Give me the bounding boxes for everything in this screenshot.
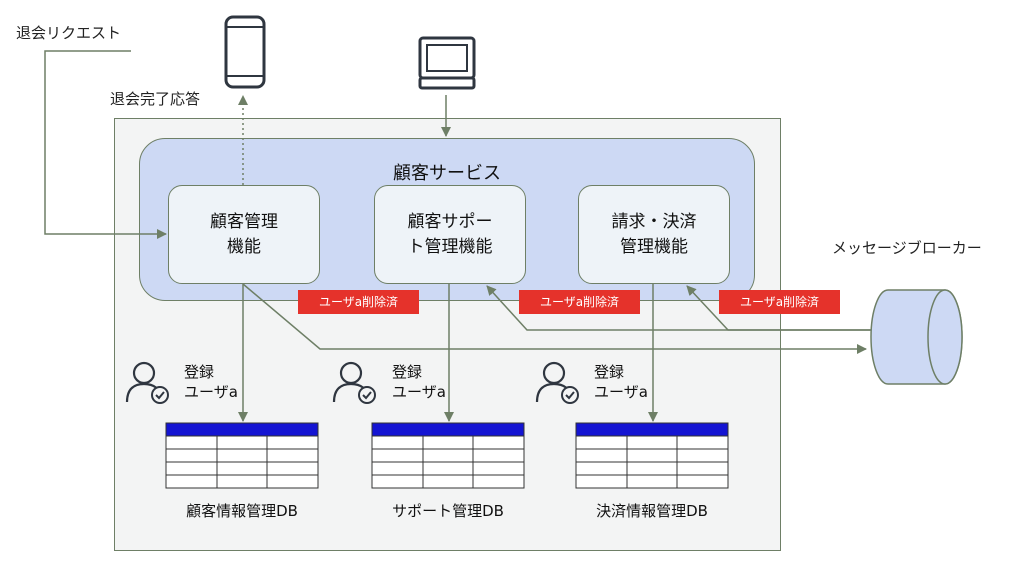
support-db-table: [371, 422, 525, 489]
registered-user-icon-2: [332, 361, 376, 404]
withdraw-complete-label: 退会完了応答: [110, 90, 201, 108]
message-broker-icon: [870, 289, 963, 385]
user-deleted-event-tag-1: ユーザa削除済: [298, 290, 419, 314]
computer-icon: [418, 36, 476, 90]
registered-user-label-3: 登録 ユーザa: [594, 363, 648, 401]
registered-user-icon-1: [125, 361, 169, 404]
support-db-label: サポート管理DB: [392, 502, 504, 520]
withdraw-request-label: 退会リクエスト: [16, 24, 122, 42]
publish-event-arrow: [242, 283, 867, 354]
payment-info-db-label: 決済情報管理DB: [596, 502, 708, 520]
billing-payment-function: 請求・決済 管理機能: [578, 185, 730, 284]
customer-service-title: 顧客サービス: [393, 163, 501, 184]
subscribe-billing-arrow: [686, 285, 872, 331]
payment-info-db-table: [575, 422, 729, 489]
customer-management-function: 顧客管理 機能: [168, 185, 320, 284]
registered-user-label-2: 登録 ユーザa: [392, 363, 446, 401]
customer-info-db-table: [165, 422, 319, 489]
smartphone-icon: [224, 15, 266, 89]
user-deleted-event-tag-2: ユーザa削除済: [519, 290, 640, 314]
customer-support-function: 顧客サポー ト管理機能: [374, 185, 526, 284]
registered-user-label-1: 登録 ユーザa: [184, 363, 238, 401]
message-broker-label: メッセージブローカー: [832, 239, 982, 257]
registered-user-icon-3: [535, 361, 579, 404]
customer-info-db-label: 顧客情報管理DB: [186, 502, 298, 520]
user-deleted-event-tag-3: ユーザa削除済: [719, 290, 840, 314]
withdraw-request-arrow: [44, 50, 167, 239]
